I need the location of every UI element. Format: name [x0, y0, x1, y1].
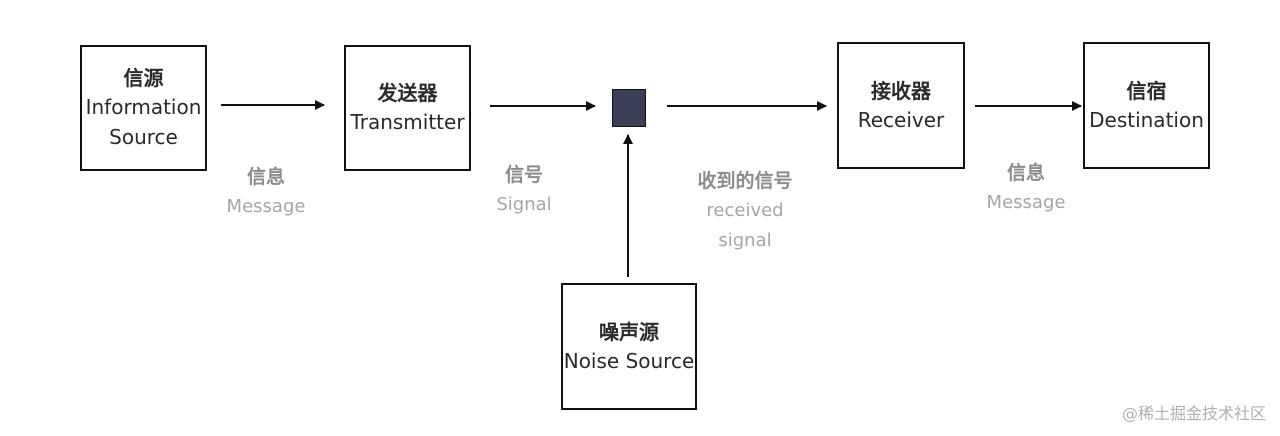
information-source-box: 信源 Information Source — [80, 45, 207, 171]
receiver-zh: 接收器 — [871, 78, 931, 103]
transmitter-box: 发送器 Transmitter — [344, 45, 471, 171]
label-message-1: 信息 Message — [227, 162, 306, 222]
noise-source-zh: 噪声源 — [599, 319, 659, 344]
transmitter-en: Transmitter — [350, 110, 465, 134]
destination-box: 信宿 Destination — [1083, 42, 1210, 169]
information-source-en-line2: Source — [109, 125, 178, 149]
transmitter-zh: 发送器 — [377, 81, 438, 105]
receiver-box: 接收器 Receiver — [837, 42, 965, 169]
label-message-1-zh: 信息 — [246, 166, 286, 188]
destination-zh: 信宿 — [1126, 78, 1167, 103]
receiver-en: Receiver — [857, 107, 945, 132]
label-message-2-zh: 信息 — [1006, 162, 1046, 184]
label-message-2-en: Message — [986, 192, 1066, 213]
noise-source-box: 噪声源 Noise Source — [561, 283, 697, 410]
label-signal-zh: 信号 — [504, 164, 544, 186]
label-received-signal: 收到的信号 received signal — [697, 166, 792, 256]
label-received-signal-zh: 收到的信号 — [697, 170, 793, 192]
information-source-zh: 信源 — [123, 66, 164, 90]
label-received-signal-en-line2: signal — [718, 230, 772, 251]
label-signal-en: Signal — [496, 194, 552, 215]
watermark-text: @稀土掘金技术社区 — [1121, 404, 1266, 423]
label-received-signal-en-line1: received — [706, 200, 784, 221]
information-source-en-line1: Information — [85, 95, 202, 119]
destination-en: Destination — [1089, 107, 1204, 132]
label-message-1-en: Message — [226, 196, 306, 217]
noise-source-en: Noise Source — [563, 348, 695, 373]
label-signal: 信号 Signal — [496, 160, 551, 220]
label-message-2: 信息 Message — [987, 158, 1066, 218]
channel-node — [612, 89, 646, 127]
